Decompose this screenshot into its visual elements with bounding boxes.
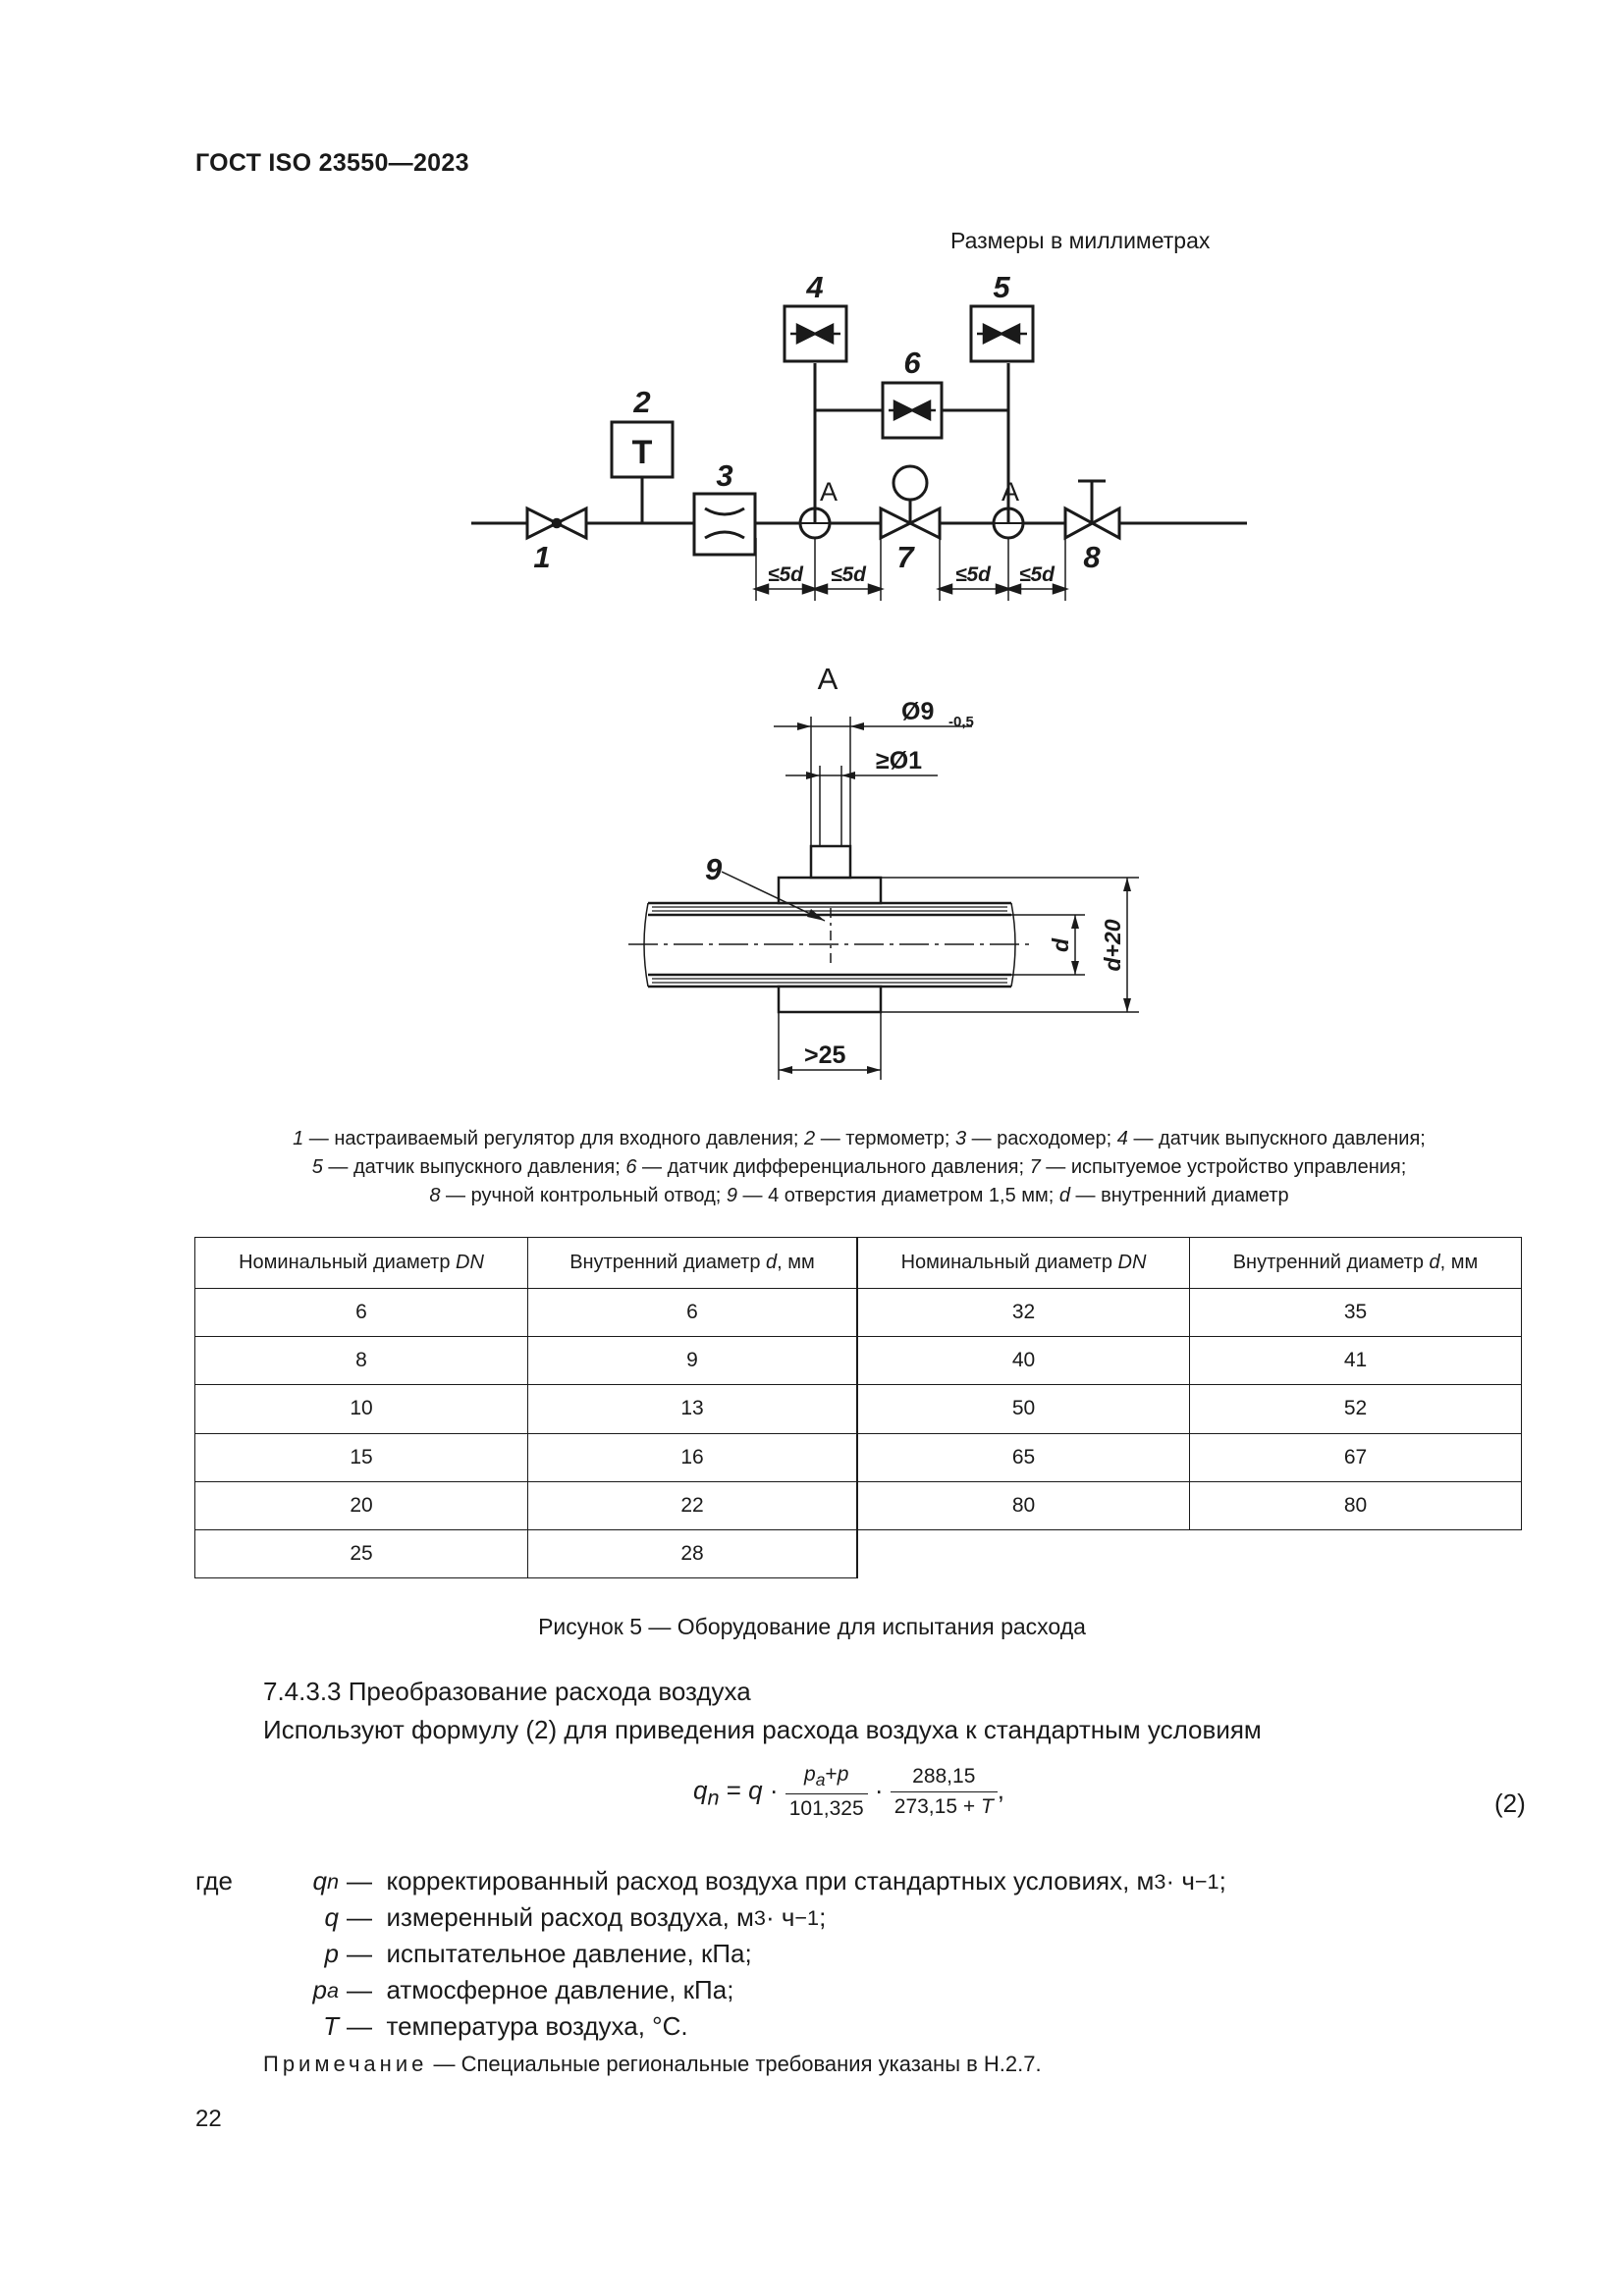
label-6: 6 [903,346,921,380]
header-nominal-right: Номинальный диаметр DN [856,1237,1190,1289]
detail-a-title: A [818,662,839,696]
table-cell: 16 [527,1432,858,1482]
table-row: 10 13 50 52 [194,1384,1522,1434]
table-row: 25 28 [194,1528,1522,1579]
table-row: 6 6 32 35 [194,1287,1522,1338]
table-cell: 20 [194,1480,528,1530]
legend-line-3: 8 — ручной контрольный отвод; 9 — 4 отве… [429,1185,1289,1206]
table-cell: 40 [856,1336,1190,1386]
point-a-left: A [820,477,838,507]
dimension-note: Размеры в миллиметрах [950,228,1211,253]
page-number: 22 [195,2106,222,2132]
definition-row: T — температура воздуха, °C. [323,2011,688,2041]
legend-line-1: 1 — настраиваемый регулятор для входного… [293,1128,1426,1149]
header-nominal-left: Номинальный диаметр DN [194,1237,528,1289]
dim-d-plus-20: d+20 [1100,919,1125,971]
spacing-label-3: ≤5d [955,563,992,586]
label-5: 5 [993,270,1010,304]
flow-test-schematic: T 1 2 3 4 5 6 7 8 A A ≤5d ≤5d ≤5d ≤5d A [471,270,1247,1080]
table-empty-cell [856,1528,1522,1578]
table-cell: 65 [856,1432,1190,1482]
table-header-row: Номинальный диаметр DN Внутренний диамет… [194,1237,1522,1289]
header-inner-left: Внутренний диаметр d, мм [527,1237,858,1289]
table-cell: 22 [527,1480,858,1530]
label-9: 9 [705,852,723,886]
diameter-table: Номинальный диаметр DN Внутренний диамет… [194,1237,1522,1579]
dim-collar-length: >25 [804,1041,846,1069]
table-cell: 15 [194,1432,528,1482]
table-cell: 50 [856,1384,1190,1434]
section-intro: Используют формулу (2) для приведения ра… [263,1715,1262,1744]
header-inner-right: Внутренний диаметр d, мм [1189,1237,1522,1289]
label-3: 3 [716,458,732,493]
flowmeter-box [692,492,757,557]
table-cell: 6 [527,1287,858,1338]
table-row: 20 22 80 80 [194,1480,1522,1530]
table-cell: 41 [1189,1336,1522,1386]
label-7: 7 [896,540,915,574]
gauge-4-arrows [790,322,840,346]
figure-caption: Рисунок 5 — Оборудование для испытания р… [538,1614,1086,1639]
table-row: 8 9 40 41 [194,1336,1522,1386]
table-cell: 52 [1189,1384,1522,1434]
gauge-5-arrows [977,322,1027,346]
table-cell: 10 [194,1384,528,1434]
note: Примечание — Специальные региональные тр… [263,2052,1042,2077]
label-8: 8 [1083,540,1101,574]
dim-inner-d: d [1048,937,1073,952]
note-label: Примечание [263,2052,428,2076]
detail-a-drawing [643,756,1016,1014]
formula-number: (2) [1494,1789,1526,1818]
table-cell: 25 [194,1528,528,1579]
table-cell: 32 [856,1287,1190,1338]
table-cell: 80 [856,1480,1190,1530]
section-title: 7.4.3.3 Преобразование расхода воздуха [263,1677,751,1706]
thermometer-symbol: T [632,434,653,471]
dim-outer-diameter: Ø9 [901,698,934,725]
table-cell: 67 [1189,1432,1522,1482]
label-1: 1 [533,540,550,574]
spacing-label-4: ≤5d [1019,563,1056,586]
legend-line-2: 5 — датчик выпускного давления; 6 — датч… [311,1156,1407,1178]
label-2: 2 [632,385,650,419]
table-row: 15 16 65 67 [194,1432,1522,1482]
dim-outer-tolerance: -0,5 [948,714,974,730]
note-text: — Специальные региональные требования ук… [427,2052,1042,2076]
figure-legend: 1 — настраиваемый регулятор для входного… [196,1125,1522,1210]
gauge-6-arrows [889,399,936,422]
document-header: ГОСТ ISO 23550—2023 [195,149,469,177]
dim-hole-diameter: ≥Ø1 [876,747,922,774]
spacing-label-1: ≤5d [768,563,804,586]
definition-row: p — испытательное давление, кПа; [324,1939,752,1968]
table-cell: 28 [527,1528,858,1579]
label-4: 4 [805,270,823,304]
point-a-right: A [1001,477,1019,507]
table-cell: 80 [1189,1480,1522,1530]
spacing-label-2: ≤5d [831,563,867,586]
table-cell: 6 [194,1287,528,1338]
table-cell: 9 [527,1336,858,1386]
table-cell: 8 [194,1336,528,1386]
table-cell: 35 [1189,1287,1522,1338]
table-cell: 13 [527,1384,858,1434]
